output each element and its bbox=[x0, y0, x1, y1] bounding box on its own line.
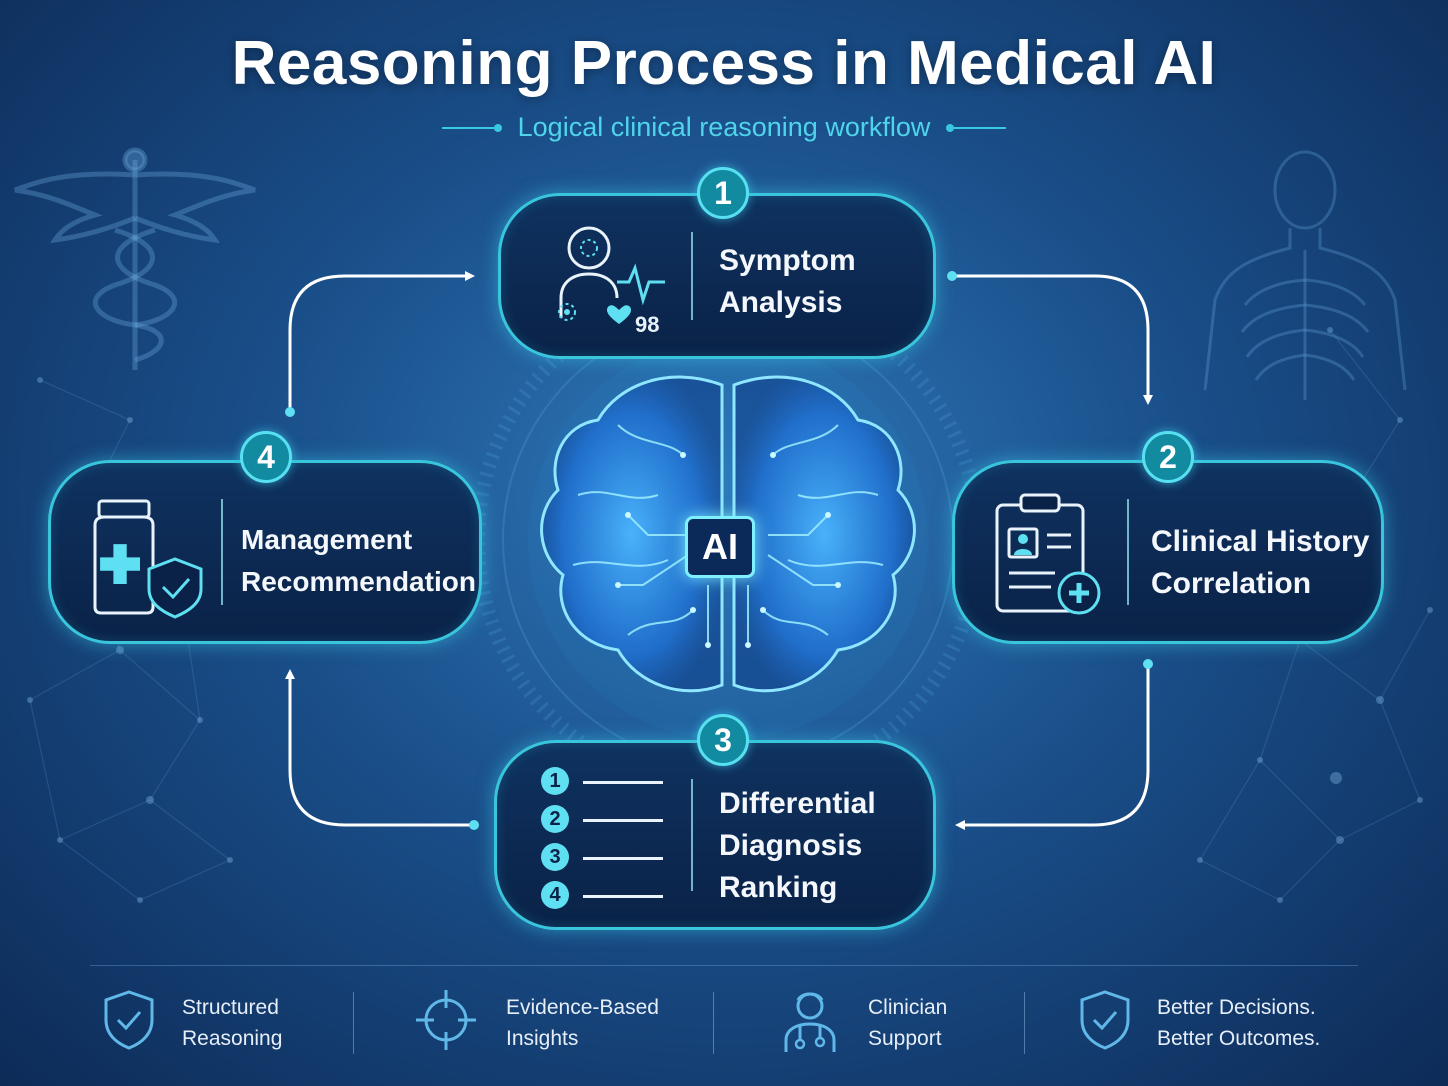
caduceus-icon bbox=[14, 147, 256, 370]
arrow-step3-to-step4 bbox=[285, 669, 474, 827]
shield-check-icon bbox=[1080, 990, 1130, 1050]
ranked-list-icon: 1 2 3 4 bbox=[541, 767, 671, 917]
clipboard-record-icon bbox=[995, 493, 1101, 615]
rank-line bbox=[583, 857, 663, 860]
vital-value: 98 bbox=[635, 312, 660, 337]
arrow-step2-to-step3 bbox=[955, 664, 1150, 830]
rank-number: 1 bbox=[541, 767, 569, 795]
rank-line bbox=[583, 781, 663, 784]
feature-divider bbox=[713, 992, 714, 1054]
feature-clinician-support: Clinician Support bbox=[778, 988, 1008, 1058]
rank-number: 4 bbox=[541, 881, 569, 909]
feature-text: Structured Reasoning bbox=[182, 992, 282, 1054]
target-icon bbox=[416, 990, 476, 1050]
step-number-badge: 4 bbox=[240, 431, 292, 483]
feature-structured-reasoning: Structured Reasoning bbox=[102, 988, 332, 1058]
feature-divider bbox=[353, 992, 354, 1054]
card-divider bbox=[1127, 499, 1129, 605]
feature-line1: Evidence-Based bbox=[506, 996, 659, 1019]
rank-item: 2 bbox=[541, 805, 663, 833]
page-title: Reasoning Process in Medical AI bbox=[231, 29, 1217, 98]
step-label-line2: Diagnosis bbox=[719, 829, 863, 862]
step-label: Symptom Analysis bbox=[719, 240, 856, 324]
card-divider bbox=[691, 779, 693, 891]
step-label: Clinical History Correlation bbox=[1151, 521, 1369, 605]
feature-line1: Clinician bbox=[868, 996, 948, 1019]
arrow-step4-to-step1 bbox=[288, 271, 475, 412]
feature-line2: Better Outcomes. bbox=[1157, 1027, 1321, 1050]
step-label-line2: Correlation bbox=[1151, 567, 1312, 600]
step-number-badge: 1 bbox=[697, 167, 749, 219]
doctor-icon bbox=[784, 992, 836, 1052]
feature-line1: Better Decisions. bbox=[1157, 996, 1316, 1019]
arrow-step1-to-step2 bbox=[952, 274, 1153, 405]
step-label-line1: Symptom bbox=[719, 244, 856, 277]
step-label-line2: Analysis bbox=[719, 286, 843, 319]
rank-item: 1 bbox=[541, 767, 663, 795]
feature-text: Better Decisions. Better Outcomes. bbox=[1157, 992, 1320, 1054]
ai-brain-icon bbox=[540, 375, 916, 693]
subtitle-divider-left bbox=[441, 123, 502, 132]
feature-evidence-based: Evidence-Based Insights bbox=[414, 988, 694, 1058]
rank-item: 4 bbox=[541, 881, 663, 909]
feature-line1: Structured bbox=[182, 996, 279, 1019]
subtitle-divider-right bbox=[946, 123, 1007, 132]
feature-line2: Insights bbox=[506, 1027, 579, 1050]
patient-vitals-icon bbox=[558, 226, 665, 324]
rank-number: 2 bbox=[541, 805, 569, 833]
feature-text: Evidence-Based Insights bbox=[506, 992, 659, 1054]
step-label-line3: Ranking bbox=[719, 871, 838, 904]
step-card-clinical-history: Clinical History Correlation bbox=[952, 460, 1384, 644]
feature-better-decisions: Better Decisions. Better Outcomes. bbox=[1078, 988, 1348, 1058]
step-number-badge: 2 bbox=[1142, 431, 1194, 483]
rank-line bbox=[583, 819, 663, 822]
feature-line2: Support bbox=[868, 1027, 942, 1050]
step-card-management-recommendation: Management Recommendation bbox=[48, 460, 482, 644]
human-skeleton-icon bbox=[1203, 150, 1407, 400]
feature-text: Clinician Support bbox=[868, 992, 947, 1054]
step-label: Management Recommendation bbox=[241, 519, 476, 603]
rank-number: 3 bbox=[541, 843, 569, 871]
step-card-differential-diagnosis: 1 2 3 4 Differential Diagnosis Ranking bbox=[494, 740, 936, 930]
rank-line bbox=[583, 895, 663, 898]
step-label-line1: Clinical History bbox=[1151, 525, 1370, 558]
feature-line2: Reasoning bbox=[182, 1027, 283, 1050]
feature-divider bbox=[1024, 992, 1025, 1054]
ai-chip-label: AI bbox=[685, 516, 755, 578]
step-label: Differential Diagnosis Ranking bbox=[719, 783, 876, 909]
page-subtitle: Logical clinical reasoning workflow bbox=[517, 112, 931, 142]
card-divider bbox=[221, 499, 223, 605]
step-label-line2: Recommendation bbox=[241, 566, 476, 597]
step-label-line1: Management bbox=[241, 524, 413, 555]
rank-item: 3 bbox=[541, 843, 663, 871]
medicine-shield-icon bbox=[93, 499, 203, 619]
footer-divider bbox=[90, 965, 1358, 966]
step-number-badge: 3 bbox=[697, 714, 749, 766]
subtitle-row: Logical clinical reasoning workflow bbox=[0, 112, 1448, 143]
step-label-line1: Differential bbox=[719, 787, 876, 820]
shield-check-icon bbox=[104, 990, 154, 1050]
card-divider bbox=[691, 232, 693, 320]
